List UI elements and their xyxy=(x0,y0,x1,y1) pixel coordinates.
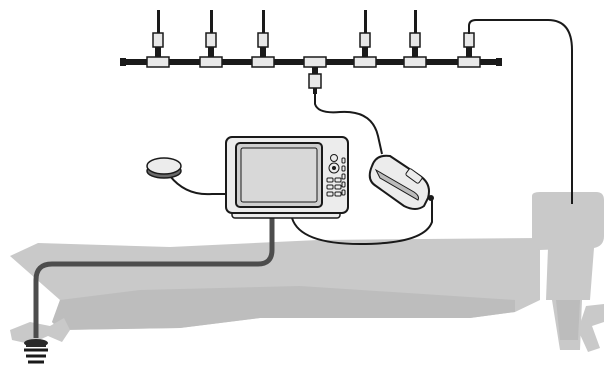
motor-cable xyxy=(468,19,573,204)
motor-midsection xyxy=(546,248,594,350)
motor-propeller xyxy=(578,304,604,352)
network-backbone-icon xyxy=(120,10,502,94)
motor-skeg xyxy=(556,300,580,340)
display-adapter-cable xyxy=(291,198,433,246)
antenna-cable xyxy=(169,175,234,196)
motor-cowling xyxy=(532,192,604,250)
hull-bottom-shade xyxy=(52,286,515,330)
drop-4 xyxy=(353,10,377,68)
outboard-engine-icon xyxy=(532,192,604,352)
transducer-cable xyxy=(33,214,275,338)
display-keypad xyxy=(326,154,346,197)
drop-6 xyxy=(457,32,481,68)
adapter-cable xyxy=(314,94,383,155)
drop-2 xyxy=(199,10,223,68)
terminator-left xyxy=(120,58,126,66)
drop-5 xyxy=(403,10,427,68)
terminator-right xyxy=(496,58,502,66)
adapter-body xyxy=(368,154,430,210)
boat-hull xyxy=(10,238,540,330)
sonar-transducer-icon xyxy=(10,318,70,364)
junction-box-icon xyxy=(368,154,434,210)
drop-3 xyxy=(251,10,275,68)
center-tee xyxy=(303,56,327,94)
adapter-face xyxy=(374,168,419,201)
drop-1 xyxy=(146,10,170,68)
display-unit-icon xyxy=(225,136,349,219)
puck-antenna-icon xyxy=(146,157,234,196)
